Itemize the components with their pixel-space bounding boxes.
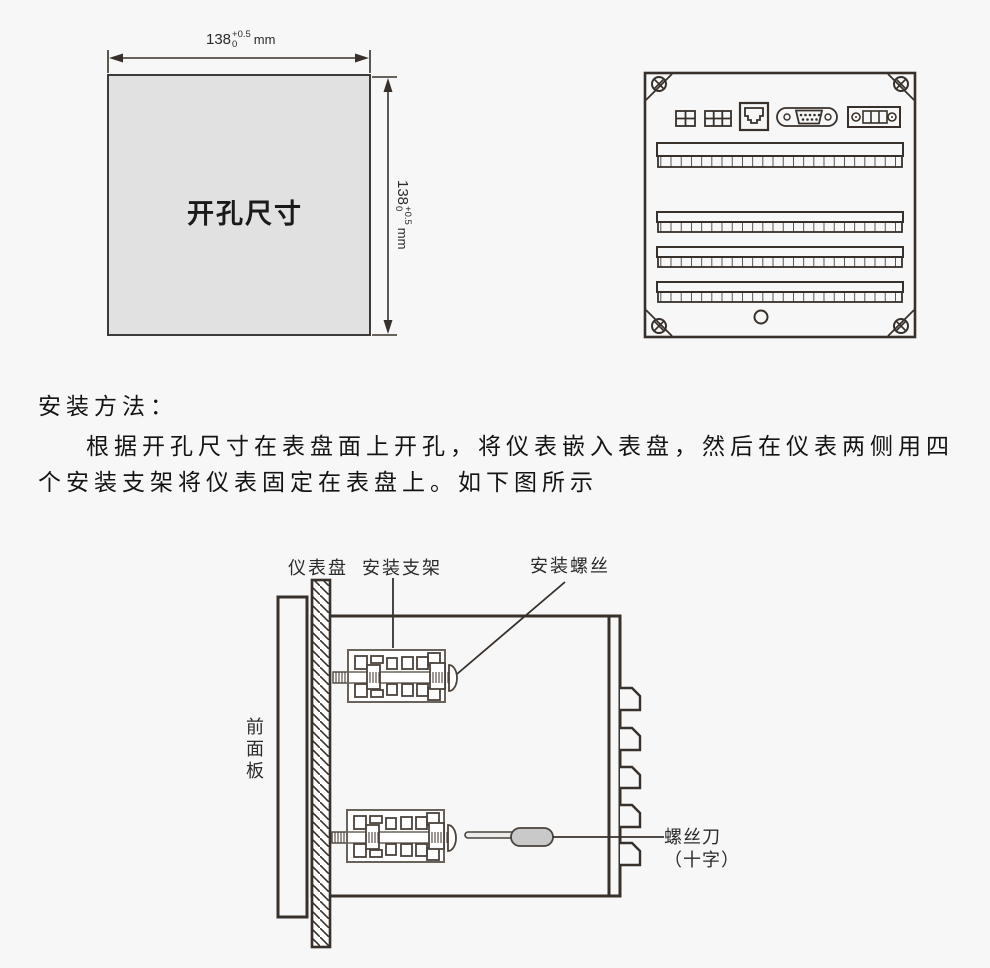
dim-tolerance: +0.5 0 xyxy=(393,206,414,225)
install-method-line1: 根据开孔尺寸在表盘面上开孔，将仪表嵌入表盘，然后在仪表两侧用四 xyxy=(86,434,954,459)
cutout-height-dimension: 138 +0.5 0 mm xyxy=(393,180,414,250)
cutout-diagram xyxy=(107,50,397,336)
terminal-strip xyxy=(656,281,904,303)
label-mounting-screw: 安装螺丝 xyxy=(530,556,610,576)
mounting-bracket-top xyxy=(332,649,458,703)
ground-hole xyxy=(753,309,769,325)
leader-lines xyxy=(392,578,664,838)
dim-unit: mm xyxy=(253,32,276,47)
terminal-strip xyxy=(656,211,904,233)
front-bezel xyxy=(276,595,309,919)
dim-unit: mm xyxy=(395,227,411,250)
label-mounting-bracket: 安装支架 xyxy=(362,558,442,578)
terminal-3x2-icon xyxy=(704,110,732,127)
rj45-port-icon xyxy=(738,101,770,132)
rear-tabs xyxy=(620,686,642,867)
label-instrument-panel: 仪表盘 xyxy=(288,558,348,578)
corner-screw-icon xyxy=(651,76,909,334)
rear-panel-outline xyxy=(643,71,917,339)
panel-hatch-bar xyxy=(310,578,332,949)
dim-tolerance: +0.5 0 xyxy=(232,29,251,50)
corner-cut-lines xyxy=(645,73,915,337)
cutout-width-dimension: 138 +0.5 0 mm xyxy=(206,30,275,49)
terminal-strip xyxy=(656,142,904,168)
terminal-2x2-icon xyxy=(675,110,696,127)
db9-serial-port-icon xyxy=(776,107,838,127)
install-method-line2: 个安装支架将仪表固定在表盘上。如下图所示 xyxy=(38,470,598,495)
installation-diagram xyxy=(276,578,664,949)
label-screwdriver: 螺丝刀 （十字） xyxy=(664,827,740,870)
install-method-heading: 安装方法： xyxy=(38,394,178,419)
mounting-bracket-bottom xyxy=(331,809,457,863)
dim-value: 138 xyxy=(394,180,412,206)
height-dimension-arrow xyxy=(372,76,397,336)
width-dimension-arrow xyxy=(107,50,371,73)
screwdriver xyxy=(464,827,554,847)
rear-panel-view xyxy=(643,71,917,339)
dim-value: 138 xyxy=(206,31,232,48)
terminal-strip xyxy=(656,246,904,268)
label-front-panel: 前 面 板 xyxy=(246,717,264,781)
cutout-square xyxy=(107,74,371,336)
cutout-size-label: 开孔尺寸 xyxy=(187,199,303,229)
power-terminal-icon xyxy=(847,106,901,128)
